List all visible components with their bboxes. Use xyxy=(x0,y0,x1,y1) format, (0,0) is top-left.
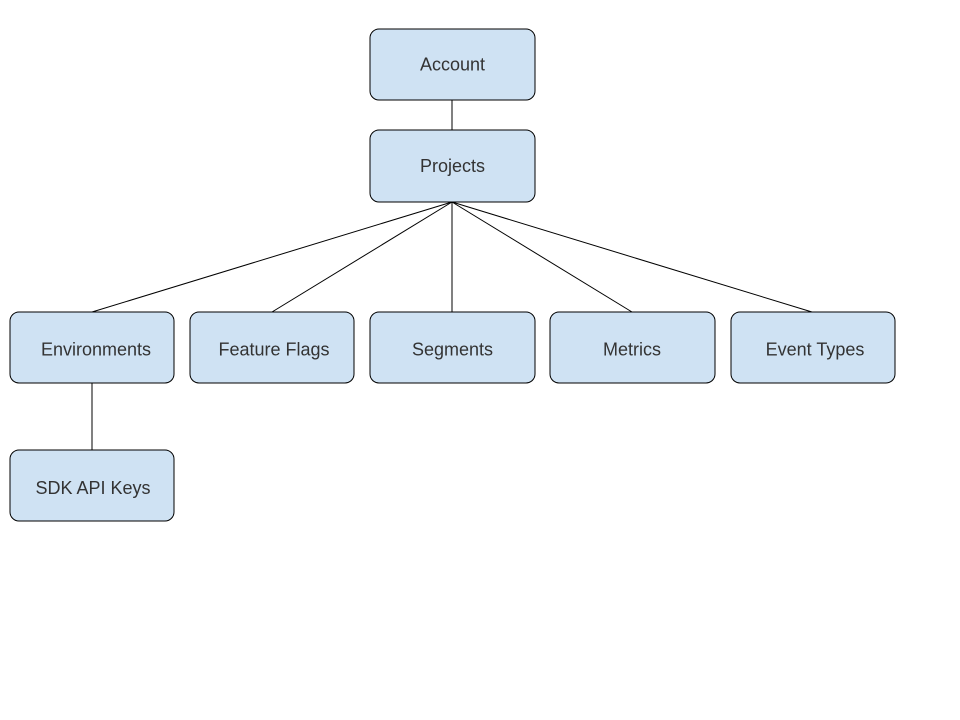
node-account[interactable]: Account xyxy=(369,28,536,101)
node-projects-box xyxy=(369,129,536,203)
node-segments-label: Segments xyxy=(412,340,493,360)
node-metrics-label: Metrics xyxy=(603,340,661,360)
node-metrics-box xyxy=(549,311,716,384)
node-sdk-api-keys[interactable]: SDK API Keys xyxy=(9,449,175,522)
node-feature-flags-label: Feature Flags xyxy=(218,340,329,360)
nodes-layer: Account Projects Environments Feature Fl… xyxy=(9,28,896,522)
edge-projects-environments xyxy=(91,201,453,313)
node-feature-flags-box xyxy=(189,311,355,384)
node-account-label: Account xyxy=(420,55,485,75)
node-account-box xyxy=(369,28,536,101)
node-environments[interactable]: Environments xyxy=(9,311,175,384)
node-feature-flags[interactable]: Feature Flags xyxy=(189,311,355,384)
connectors-layer xyxy=(91,100,813,450)
edge-projects-metrics xyxy=(451,201,633,313)
node-sdk-api-keys-box xyxy=(9,449,175,522)
edge-projects-feature-flags xyxy=(271,201,453,313)
node-event-types[interactable]: Event Types xyxy=(730,311,896,384)
node-event-types-label: Event Types xyxy=(766,340,865,360)
node-environments-box xyxy=(9,311,175,384)
node-metrics[interactable]: Metrics xyxy=(549,311,716,384)
node-segments-box xyxy=(369,311,536,384)
edge-projects-event-types xyxy=(451,201,813,313)
node-segments[interactable]: Segments xyxy=(369,311,536,384)
node-event-types-box xyxy=(730,311,896,384)
node-environments-label: Environments xyxy=(41,340,151,360)
node-sdk-api-keys-label: SDK API Keys xyxy=(35,478,150,498)
node-projects[interactable]: Projects xyxy=(369,129,536,203)
node-projects-label: Projects xyxy=(420,156,485,176)
